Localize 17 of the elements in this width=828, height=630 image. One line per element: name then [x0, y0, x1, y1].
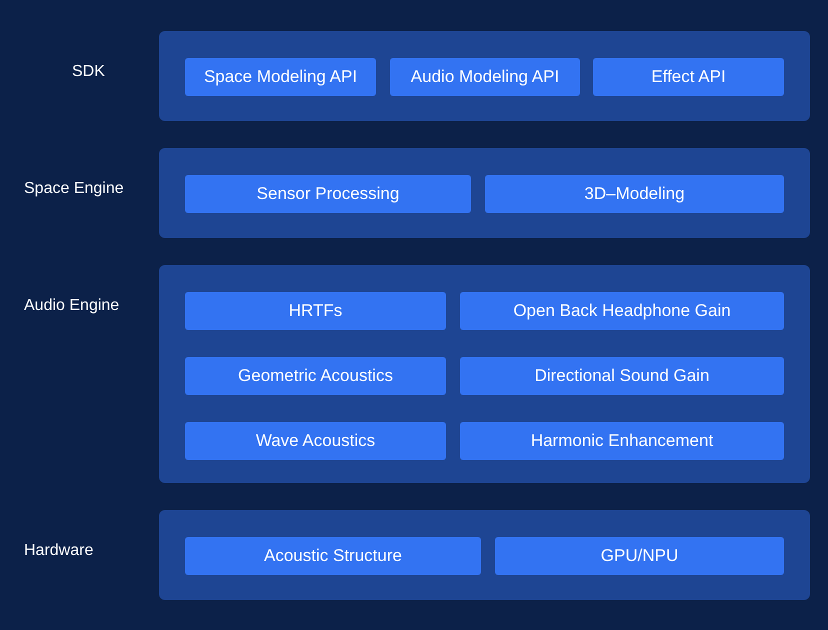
layer-label: Space Engine: [24, 179, 124, 199]
module-box: Directional Sound Gain: [460, 357, 784, 395]
module-box: GPU/NPU: [495, 537, 784, 575]
module-box: Open Back Headphone Gain: [460, 292, 784, 330]
module-box: Space Modeling API: [185, 58, 376, 96]
module-box: Harmonic Enhancement: [460, 422, 784, 460]
layer-label: SDK: [72, 62, 105, 82]
module-box: Effect API: [593, 58, 784, 96]
module-box: Acoustic Structure: [185, 537, 481, 575]
module-box: 3D–Modeling: [485, 175, 784, 213]
module-box: Audio Modeling API: [390, 58, 580, 96]
module-box: Sensor Processing: [185, 175, 471, 213]
layer-label: Audio Engine: [24, 296, 120, 316]
layer-label: Hardware: [24, 541, 94, 561]
module-box: Wave Acoustics: [185, 422, 446, 460]
module-box: Geometric Acoustics: [185, 357, 446, 395]
module-box: HRTFs: [185, 292, 446, 330]
